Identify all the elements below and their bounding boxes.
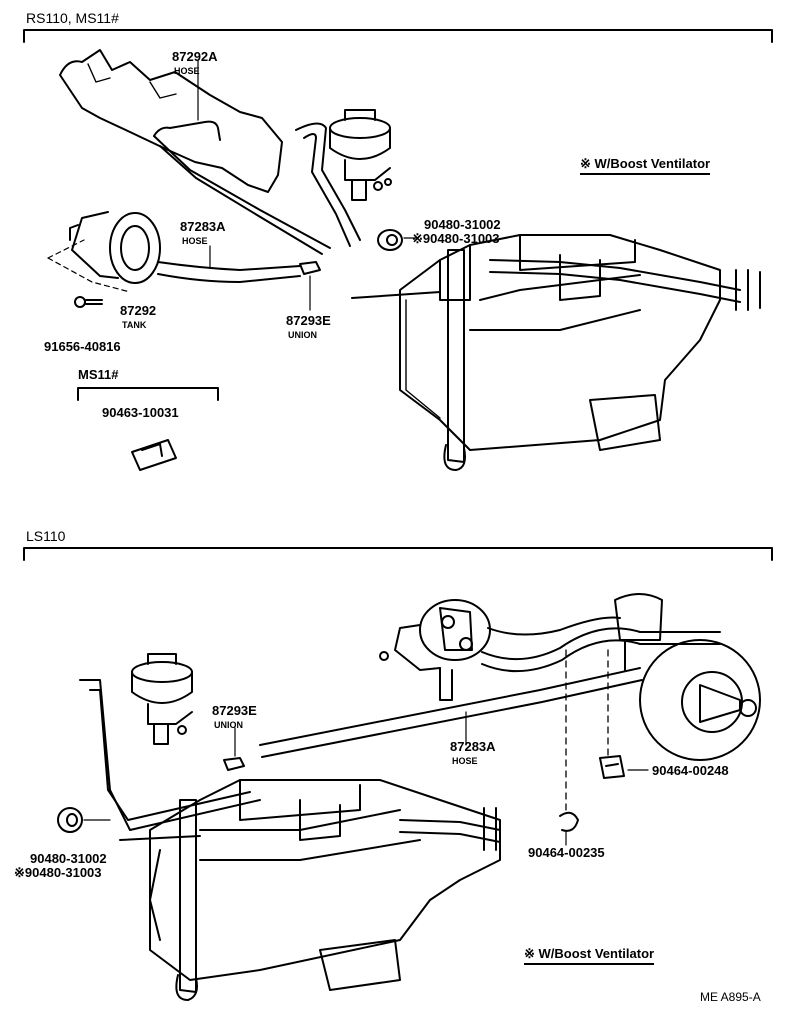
dashed-leaders: [565, 649, 609, 811]
label-bolt-91656-40816: 91656-40816: [44, 339, 121, 354]
grommet-90480-lower: [57, 807, 111, 833]
vacuum-actuator-lower: [131, 653, 193, 745]
label-grommet-90480-31003: ※90480-31003: [412, 231, 500, 246]
label-union-87293e-lower-sub: UNION: [214, 720, 243, 730]
clip-90464-00248: [599, 755, 649, 779]
label-union-87293e-sub: UNION: [288, 330, 317, 340]
label-clip-90463-10031: 90463-10031: [102, 405, 179, 420]
vacuum-tank: [47, 211, 161, 293]
vacuum-hose-87283a-lower: [79, 616, 721, 831]
label-hose-87283a-sub: HOSE: [182, 236, 208, 246]
top-section-header: RS110, MS11#: [26, 10, 119, 26]
boost-ventilator-note-bottom: ※ W/Boost Ventilator: [524, 946, 655, 965]
heater-unit-bottom: [119, 779, 501, 1001]
clip-90464-00235: [559, 811, 579, 846]
label-grommet-90480-31003-lower: ※90480-31003: [14, 865, 102, 880]
label-hose-87283a: 87283A: [180, 219, 226, 234]
bolt-91656: [74, 296, 103, 308]
label-hose-87292a-sub: HOSE: [174, 66, 200, 76]
bottom-section-bracket: [23, 547, 773, 561]
label-tank-87292: 87292: [120, 303, 157, 318]
union-87293e-lower: [223, 727, 245, 771]
vacuum-hose-87292a: [153, 59, 331, 255]
clip-90463: [131, 439, 177, 471]
boost-ventilator-note-top: ※ W/Boost Ventilator: [580, 156, 711, 175]
diagram-code: ME A895-A: [700, 990, 761, 1004]
bottom-section-header: LS110: [26, 528, 66, 544]
label-hose-87283a-lower: 87283A: [450, 739, 496, 754]
label-grommet-90480-31002: 90480-31002: [424, 217, 501, 232]
union-87293e: [299, 261, 321, 311]
heater-unit-top: [351, 234, 761, 471]
label-hose-87292a: 87292A: [172, 49, 218, 64]
label-union-87293e-lower: 87293E: [212, 703, 257, 718]
vacuum-actuator: [329, 109, 392, 201]
vacuum-tank-lower: [379, 599, 491, 701]
label-clip-90464-00248: 90464-00248: [652, 763, 729, 778]
sub-section-header: MS11#: [78, 367, 119, 382]
top-section-bracket: [23, 29, 773, 43]
body-panel: [59, 49, 283, 193]
label-tank-87292-sub: TANK: [122, 320, 147, 330]
grommet-90480: [377, 229, 417, 251]
sub-section-bracket: [77, 387, 219, 401]
label-hose-87283a-lower-sub: HOSE: [452, 756, 478, 766]
blower-motor: [614, 593, 761, 761]
label-union-87293e: 87293E: [286, 313, 331, 328]
label-clip-90464-00235: 90464-00235: [528, 845, 605, 860]
vacuum-hose-87283a: [157, 122, 361, 283]
label-grommet-90480-31002-lower: 90480-31002: [30, 851, 107, 866]
